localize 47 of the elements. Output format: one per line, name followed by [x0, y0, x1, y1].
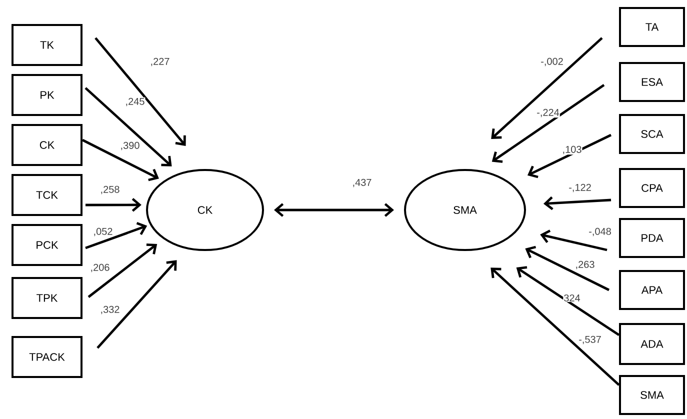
box: PK	[12, 74, 82, 116]
box: TCK	[12, 174, 82, 216]
edge-label: ,103	[562, 145, 582, 155]
edge-label: -,537	[578, 335, 602, 345]
arrow	[88, 243, 158, 298]
box: ADA	[619, 323, 685, 365]
edge-label: -,002	[540, 57, 564, 67]
edge-label: -,048	[588, 227, 612, 237]
edge-label: ,332	[100, 305, 120, 315]
edge-label: ,390	[120, 141, 140, 151]
arrow	[543, 196, 612, 210]
arrow	[490, 268, 620, 386]
arrow	[492, 84, 605, 163]
box: ESA	[619, 62, 685, 102]
box: PCK	[12, 224, 82, 266]
arrow	[94, 37, 186, 146]
arrow	[85, 222, 148, 250]
box: CPA	[619, 168, 685, 208]
box: TPACK	[12, 336, 82, 378]
edge-label: ,263	[574, 260, 596, 270]
arrow	[82, 138, 159, 182]
edge-label: ,227	[150, 57, 170, 67]
arrow	[540, 230, 608, 252]
edge-label: -,122	[568, 183, 592, 193]
box: APA	[619, 270, 685, 310]
arrow	[84, 87, 172, 166]
arrow	[491, 37, 603, 139]
edge-label: 324	[563, 294, 581, 302]
box: PDA	[619, 218, 685, 258]
box: SMA	[619, 375, 685, 415]
box: CK	[12, 124, 82, 166]
arrow	[274, 203, 394, 217]
edge-label: ,245	[124, 97, 146, 107]
edge-label: ,437	[352, 178, 372, 188]
arrow	[525, 246, 610, 292]
box: SCA	[619, 114, 685, 154]
edge-label: ,052	[92, 227, 114, 237]
arrow	[86, 198, 142, 212]
box: TPK	[12, 277, 82, 319]
box: TK	[12, 24, 82, 66]
arrow	[96, 260, 177, 349]
box: TA	[619, 7, 685, 47]
edge-label: -,224	[536, 108, 560, 118]
edge-label: ,206	[90, 263, 110, 273]
edge-label: ,258	[100, 185, 120, 195]
arrow	[527, 134, 612, 178]
arrow	[516, 266, 620, 336]
